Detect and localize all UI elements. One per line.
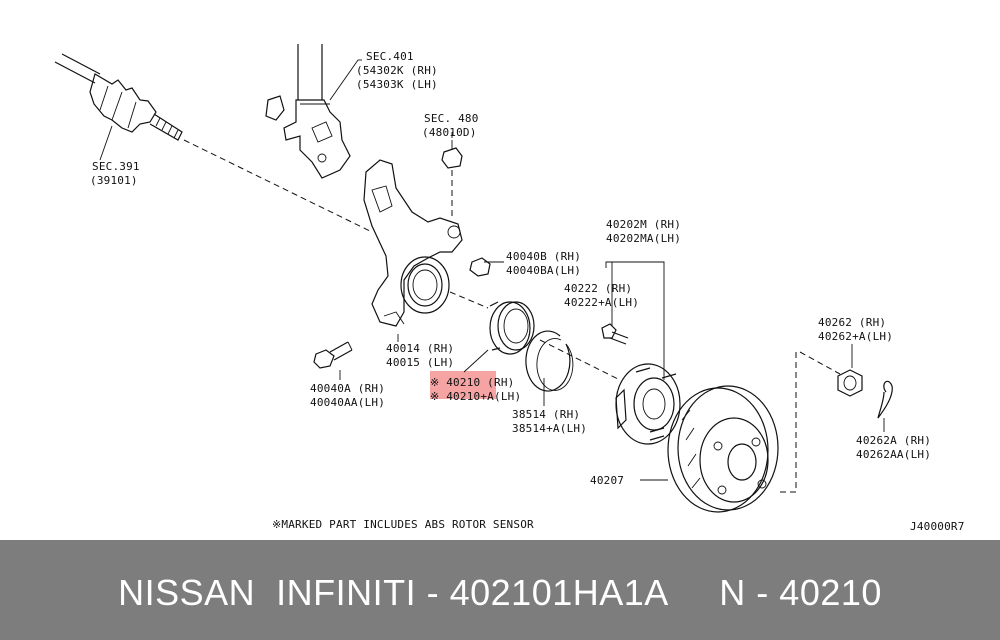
label-40222-lh: 40222+A(LH) [564,296,639,309]
label-38514-rh: 38514 (RH) [512,408,580,421]
top-nut [441,140,463,220]
caption-bar: NISSAN INFINITI - 402101HA1A N - 40210 [0,540,1000,640]
label-40222-rh: 40222 (RH) [564,282,632,295]
part-highlight [430,371,496,399]
label-40040a-rh: 40040A (RH) [310,382,385,395]
label-40202m-rh: 40202M (RH) [606,218,681,231]
label-40262-lh: 40262+A(LH) [818,330,893,343]
cotter-pin [877,380,893,419]
leader-lines [339,59,885,481]
nut-40040b [469,257,491,277]
label-40262a-rh: 40262A (RH) [856,434,931,447]
snap-ring [525,330,571,392]
part-number-caption: NISSAN INFINITI - 402101HA1A N - 40210 [118,572,882,613]
label-40040a-lh: 40040AA(LH) [310,396,385,409]
axis-dash-shaft [183,139,373,233]
label-40040b-lh: 40040BA(LH) [506,264,581,277]
label-40202m-lh: 40202MA(LH) [606,232,681,245]
parts-diagram: SEC.401 (54302K (RH) (54303K (LH) SEC. 4… [54,44,965,533]
wheel-nut-40262 [837,369,863,397]
figure-code: J40000R7 [910,520,965,533]
axis-dash-bearing [539,339,621,381]
label-sec480-title: SEC. 480 [424,112,479,125]
label-40014-rh: 40014 (RH) [386,342,454,355]
label-40207: 40207 [590,474,624,487]
bolt-40040a [313,341,353,369]
label-40210-rh: ※ 40210 (RH) [430,376,514,389]
label-sec391-title: SEC.391 [92,160,140,173]
label-40262a-lh: 40262AA(LH) [856,448,931,461]
label-sec401-lh: (54303K (LH) [356,78,438,91]
label-40210-lh: ※ 40210+A(LH) [430,390,521,403]
wheel-bearing [489,301,535,355]
label-40262-rh: 40262 (RH) [818,316,886,329]
axis-dash-wheelnut [776,352,797,493]
label-40040b-rh: 40040B (RH) [506,250,581,263]
label-sec391-code: (39101) [90,174,138,187]
axis-dash-hub [449,291,489,309]
label-sec401-title: SEC.401 [366,50,414,63]
label-40015-lh: 40015 (LH) [386,356,454,369]
label-sec401-rh: (54302K (RH) [356,64,438,77]
exploded-view-drawing: SEC.401 (54302K (RH) (54303K (LH) SEC. 4… [54,44,965,533]
label-sec480-code: (48010D) [422,126,477,139]
label-38514-lh: 38514+A(LH) [512,422,587,435]
disc-rotor [667,385,779,513]
hub-bolt-40222 [601,323,629,345]
drive-shaft [54,53,183,161]
abs-note: ※MARKED PART INCLUDES ABS ROTOR SENSOR [272,518,534,531]
knuckle [363,159,463,327]
strut [265,44,359,179]
